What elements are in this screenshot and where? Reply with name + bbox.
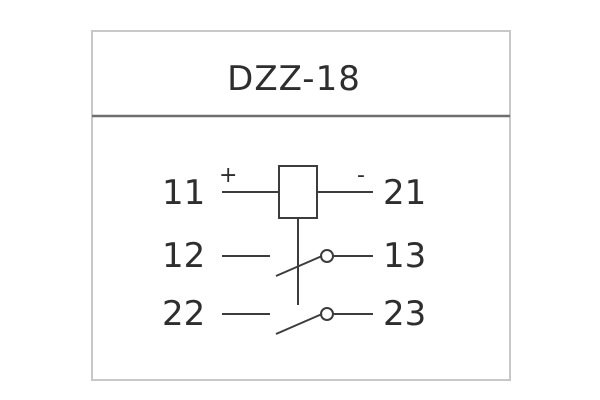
terminal-label-13: 13 — [383, 236, 426, 276]
terminal-label-23: 23 — [383, 294, 426, 334]
terminal-label-21: 21 — [383, 173, 426, 213]
terminal-label-22: 22 — [162, 294, 205, 334]
contact-12-13: 12 13 — [162, 236, 426, 277]
polarity-plus: + — [219, 163, 237, 188]
contact-22-23-blade — [275, 313, 323, 335]
contact-22-23: 22 23 — [162, 294, 426, 335]
contact-12-13-blade — [275, 255, 323, 277]
terminal-label-12: 12 — [162, 236, 205, 276]
diagram-title: DZZ-18 — [227, 59, 361, 99]
diagram-frame — [91, 30, 511, 381]
terminal-label-11: 11 — [162, 173, 205, 213]
coil-row: 11 + - 21 — [162, 163, 426, 219]
polarity-minus: - — [357, 163, 365, 188]
